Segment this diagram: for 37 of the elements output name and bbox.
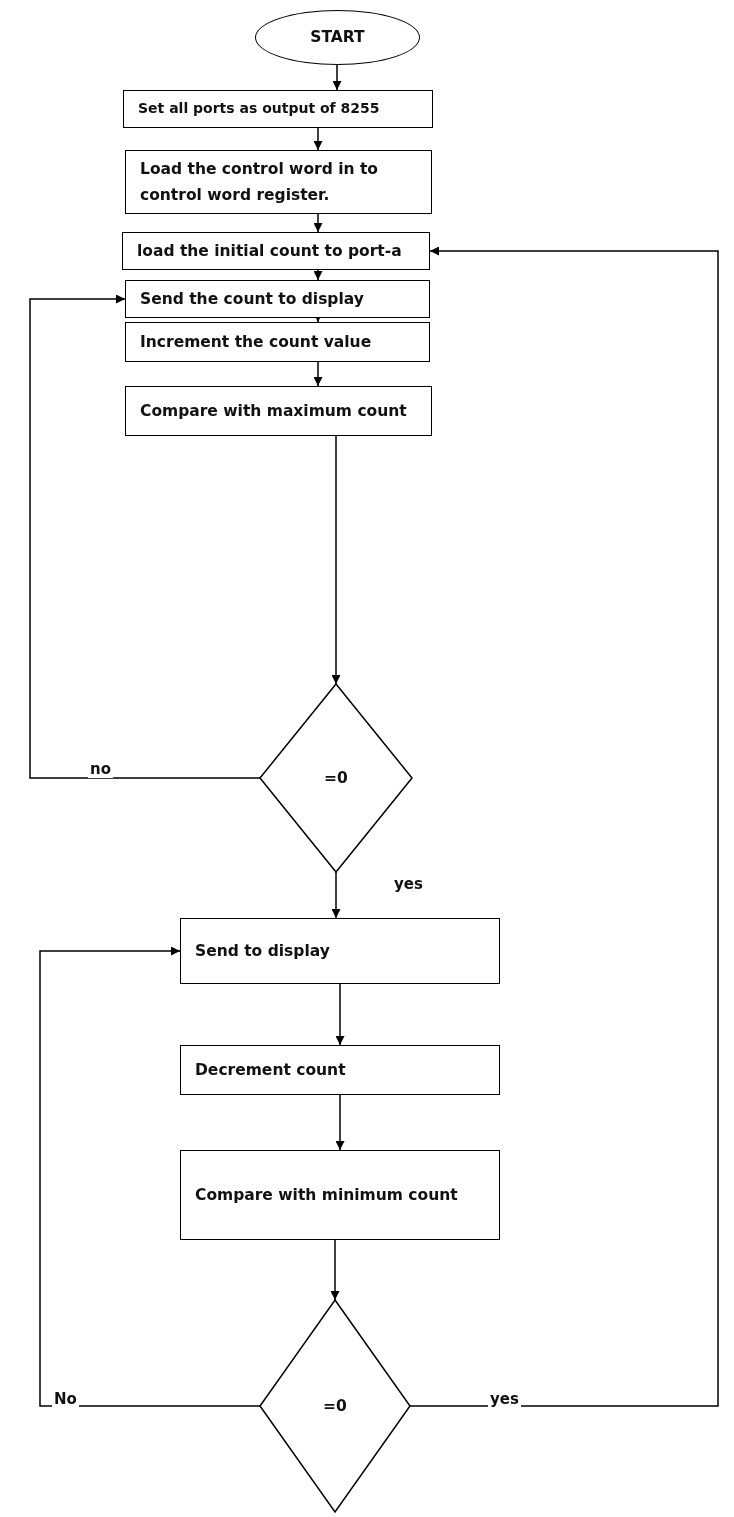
arrow: [313, 127, 323, 151]
node-text: =0: [324, 767, 348, 789]
arrow: [39, 946, 261, 1407]
arrow: [313, 361, 323, 387]
arrow: [335, 1094, 345, 1151]
node-text: Decrement count: [195, 1059, 346, 1081]
process-box: [180, 1045, 500, 1095]
arrow: [331, 435, 341, 685]
arrow: [409, 246, 719, 1407]
node-text: START: [310, 27, 365, 49]
node-text: =0: [323, 1395, 347, 1417]
decision-diamond: [260, 684, 412, 872]
process-box: [122, 232, 430, 270]
arrow: [313, 269, 323, 281]
arrow: [29, 294, 261, 779]
node-text: Compare with maximum count: [140, 400, 407, 422]
arrow: [331, 871, 341, 919]
arrow: [313, 213, 323, 233]
arrow: [332, 64, 342, 91]
node-text: Increment the count value: [140, 331, 372, 353]
process-box: [125, 386, 432, 436]
process-box: [125, 150, 432, 214]
process-box: [123, 90, 433, 128]
node-text: Set all ports as output of 8255: [138, 99, 380, 119]
process-box: [125, 280, 430, 318]
node-text: Load the control word in to control word register.: [140, 158, 380, 206]
node-text: Compare with minimum count: [195, 1184, 458, 1206]
node-text: Send to display: [195, 940, 330, 962]
arrow: [335, 983, 345, 1046]
node-text: load the initial count to port-a: [137, 240, 402, 262]
process-box: [180, 918, 500, 984]
edge-label: No: [52, 1390, 79, 1408]
arrow: [330, 1239, 340, 1301]
node-text: Send the count to display: [140, 288, 364, 310]
process-box: [125, 322, 430, 362]
process-box: [180, 1150, 500, 1240]
decision-diamond: [260, 1300, 410, 1512]
